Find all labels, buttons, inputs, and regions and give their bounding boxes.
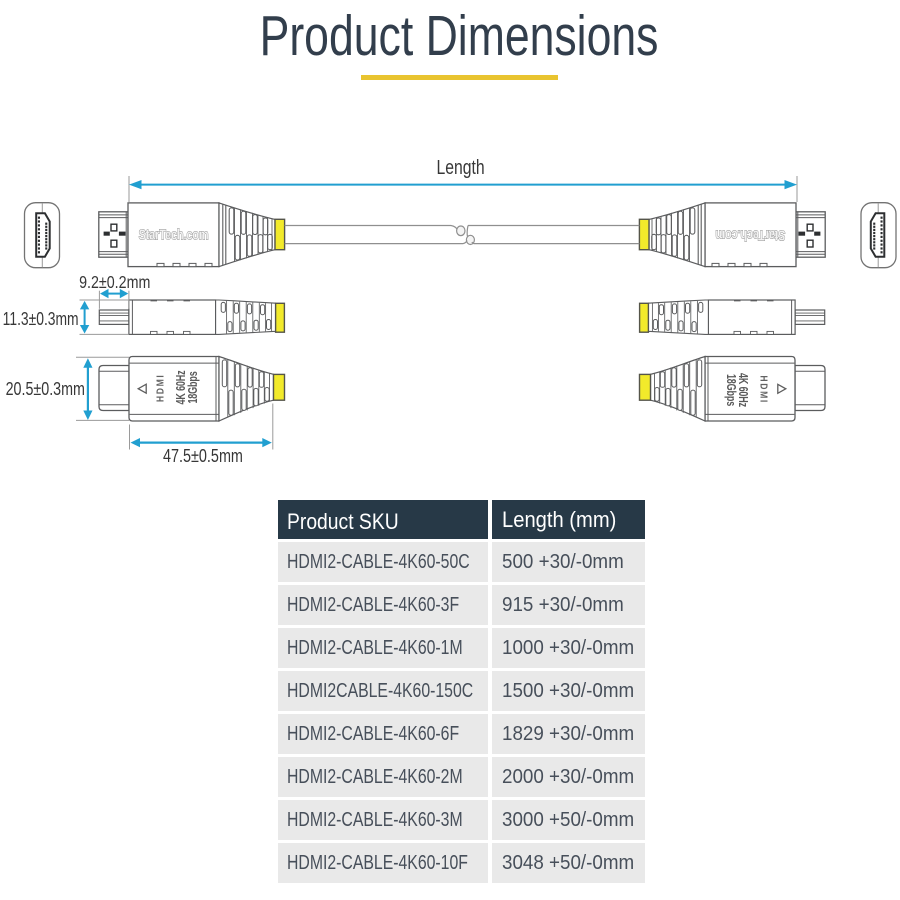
svg-text:HDMI: HDMI <box>155 374 167 403</box>
svg-text:4K 60Hz: 4K 60Hz <box>174 370 188 405</box>
svg-text:StarTech.com: StarTech.com <box>139 226 209 243</box>
svg-text:18Gbps: 18Gbps <box>187 371 201 403</box>
svg-text:StarTech.com: StarTech.com <box>716 227 786 244</box>
